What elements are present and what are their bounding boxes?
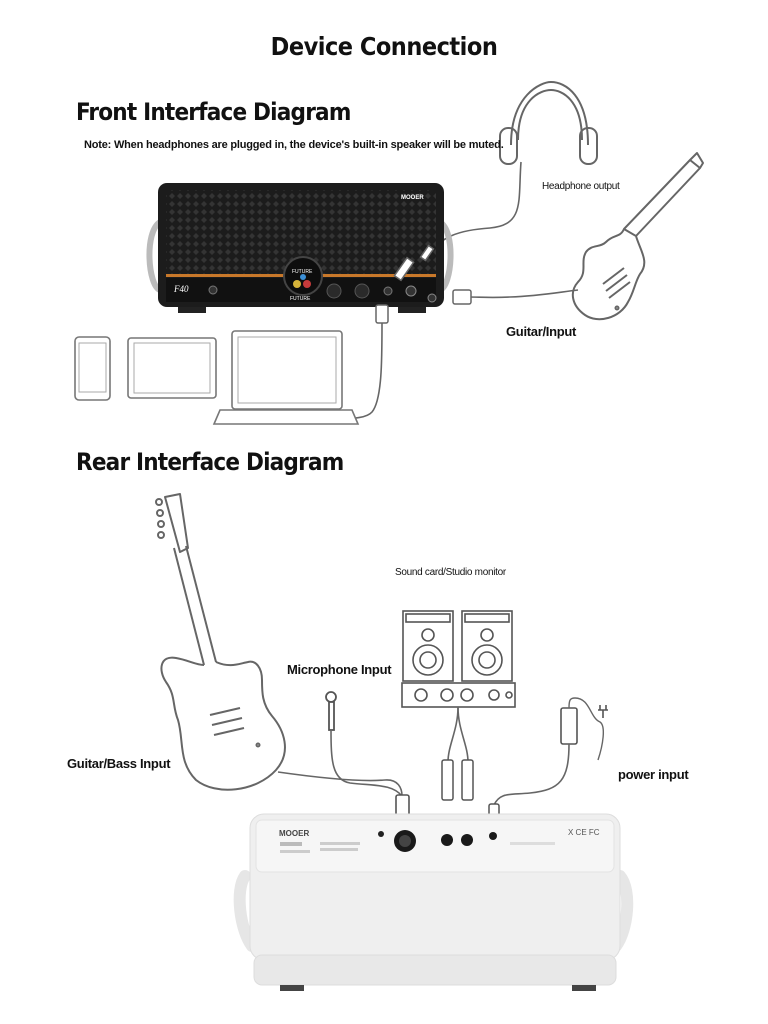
front-brand-logo: MOOER: [401, 195, 424, 201]
studio-monitors-icon: [401, 610, 516, 708]
jack-plug: [393, 244, 435, 282]
guitar-cable: [467, 289, 579, 299]
bass-guitar-icon: [155, 493, 286, 791]
power-input-label: power input: [618, 767, 689, 782]
front-panel-text: FUTURE: [290, 296, 311, 302]
rear-interface-heading: Rear Interface Diagram: [76, 448, 344, 476]
dc-cable: [493, 743, 570, 806]
guitar-input-label: Guitar/Input: [506, 324, 577, 339]
guitar-icon: [571, 152, 704, 321]
phone-icon: [74, 336, 111, 401]
rear-brand-logo: MOOER: [279, 829, 309, 838]
guitar-bass-input-label: Guitar/Bass Input: [67, 756, 171, 771]
headphones-icon: [499, 80, 598, 165]
usb-plug: [375, 304, 389, 324]
power-adapter-icon: [560, 705, 608, 745]
microphone-input-label: Microphone Input: [287, 662, 392, 677]
rear-cert-marks: X CE FC: [568, 828, 600, 837]
front-interface-heading: Front Interface Diagram: [76, 98, 351, 126]
laptop-icon: [212, 330, 360, 425]
front-device: [146, 183, 454, 313]
guitar-bass-cable: [277, 771, 403, 797]
headphone-note: Note: When headphones are plugged in, th…: [84, 139, 504, 151]
headphone-output-label: Headphone output: [542, 181, 620, 192]
front-model-label: F40: [173, 284, 189, 294]
rear-device: [233, 813, 634, 991]
monitor-cable-left: [447, 706, 459, 763]
tablet-icon: [127, 337, 217, 399]
power-cable: [568, 697, 605, 761]
soundcard-monitor-label: Sound card/Studio monitor: [395, 567, 506, 578]
monitor-cable-right: [457, 706, 469, 763]
page-title: Device Connection: [270, 32, 498, 61]
microphone-cable: [330, 729, 403, 797]
microphone-icon: [325, 691, 337, 731]
front-screen-text: FUTURE: [292, 269, 313, 275]
